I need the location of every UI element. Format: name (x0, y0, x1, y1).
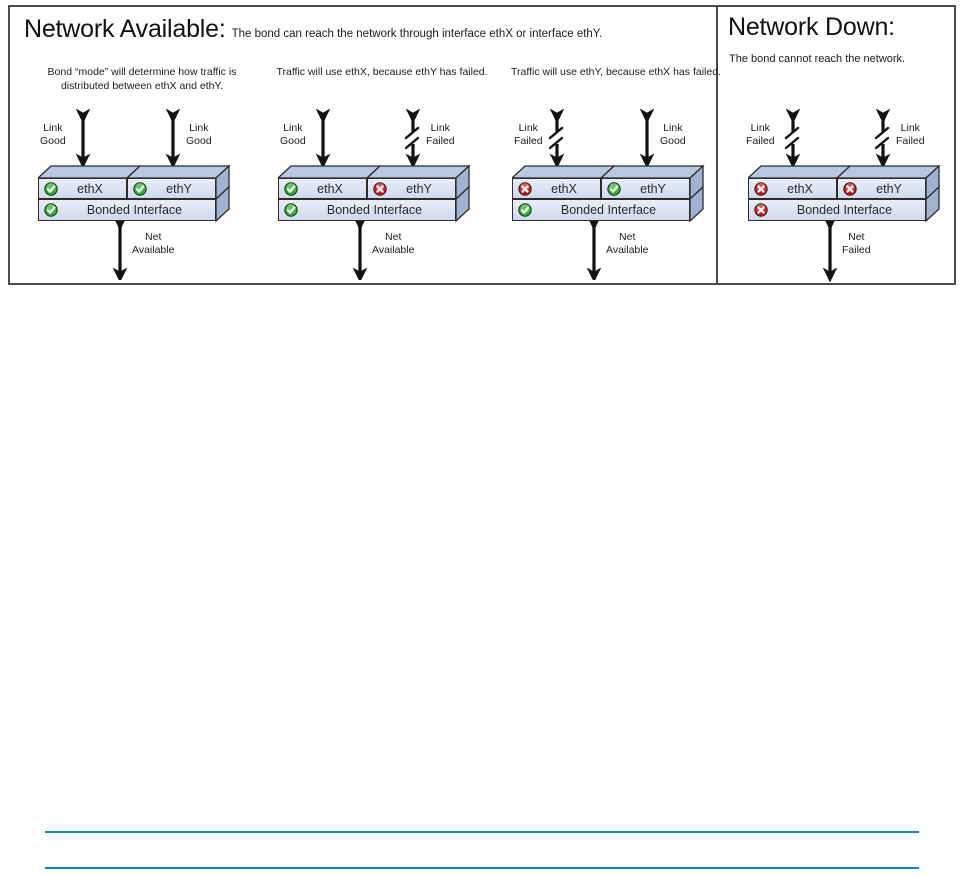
port-label-ethx: ethX (787, 181, 813, 196)
panel-divider (716, 7, 718, 283)
x-circle-icon (754, 203, 768, 217)
diagram-caption: Bond “mode” will determine how traffic i… (47, 66, 237, 92)
bonded-interface-box: ethX ethY Bonded Interface (38, 165, 238, 225)
bond-diagram: Bond “mode” will determine how traffic i… (28, 65, 256, 280)
bond-label: Bonded Interface (560, 203, 657, 217)
check-circle-icon (518, 203, 532, 217)
arrow-layer (548, 108, 655, 280)
network-available-subtitle: The bond can reach the network through i… (231, 28, 603, 40)
port-label-ethy: ethY (876, 181, 902, 196)
port-row-ethy: ethY (601, 178, 690, 199)
arrow-layer (315, 108, 421, 280)
bond-diagram: Traffic will use ethY, because ethX has … (502, 65, 730, 280)
bond-label: Bonded Interface (796, 203, 893, 217)
port-label-ethx: ethX (551, 181, 577, 196)
network-down-heading: Network Down: The bond cannot reach the … (728, 13, 905, 65)
port-label-ethx: ethX (317, 181, 343, 196)
port-label-ethy: ethY (406, 181, 432, 196)
bonded-interface-box: ethX ethY Bonded Interface (278, 165, 478, 225)
check-circle-icon (44, 203, 58, 217)
diagram-caption: Traffic will use ethY, because ethX has … (511, 66, 721, 78)
network-available-heading: Network Available: The bond can reach the… (24, 15, 602, 44)
port-row-ethx: ethX (38, 178, 127, 199)
bond-row: Bonded Interface (512, 199, 690, 221)
port-row-ethy: ethY (127, 178, 216, 199)
bond-row: Bonded Interface (278, 199, 456, 221)
network-available-title: Network Available: (24, 15, 226, 43)
port-row-ethx: ethX (512, 178, 601, 199)
bond-row: Bonded Interface (38, 199, 216, 221)
port-row-ethx: ethX (748, 178, 837, 199)
check-circle-icon (607, 181, 621, 196)
network-down-subtitle: The bond cannot reach the network. (729, 53, 906, 65)
bond-label: Bonded Interface (326, 203, 423, 217)
port-label-ethx: ethX (77, 181, 103, 196)
figure-frame: Network Available: The bond can reach the… (8, 5, 956, 285)
bonded-interface-box: ethX ethY Bonded Interface (512, 165, 712, 225)
port-label-ethy: ethY (166, 181, 192, 196)
x-circle-icon (843, 181, 857, 196)
arrow-layer (784, 108, 891, 283)
horizontal-rule-top (45, 831, 919, 833)
port-row-ethy: ethY (837, 178, 926, 199)
x-circle-icon (754, 181, 768, 196)
diagram-caption: Traffic will use ethX, because ethY has … (276, 66, 488, 78)
arrow-layer (75, 108, 181, 280)
horizontal-rule-bottom (45, 867, 919, 869)
port-row-ethy: ethY (367, 178, 456, 199)
check-circle-icon (133, 181, 147, 196)
box-3d-shell (512, 165, 705, 223)
bond-diagram: Traffic will use ethX, because ethY has … (268, 65, 496, 280)
check-circle-icon (284, 203, 298, 217)
x-circle-icon (518, 181, 532, 196)
bonded-interface-box: ethX ethY Bonded Interface (748, 165, 948, 225)
port-label-ethy: ethY (640, 181, 666, 196)
check-circle-icon (44, 181, 58, 196)
network-down-title: Network Down: (728, 13, 895, 41)
port-row-ethx: ethX (278, 178, 367, 199)
bond-row: Bonded Interface (748, 199, 926, 221)
check-circle-icon (284, 181, 298, 196)
bond-label: Bonded Interface (86, 203, 183, 217)
x-circle-icon (373, 181, 387, 196)
